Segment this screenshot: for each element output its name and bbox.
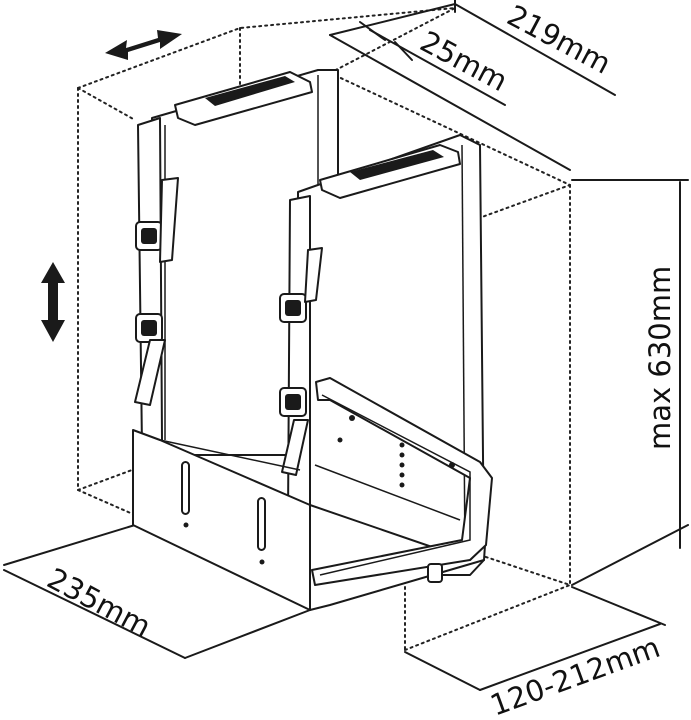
dimension-label-235mm: 235mm <box>42 561 157 644</box>
dimension-label-120-212mm: 120-212mm <box>486 630 665 720</box>
dimension-lines <box>3 0 689 691</box>
right-side-frame <box>279 134 485 576</box>
base-tray <box>132 377 493 611</box>
dimension-label-max-630mm: max 630mm <box>643 266 677 450</box>
dimension-label-25mm: 25mm <box>415 24 513 98</box>
double-arrow-vertical-icon <box>41 262 65 342</box>
double-arrow-horizontal-icon <box>105 30 182 60</box>
